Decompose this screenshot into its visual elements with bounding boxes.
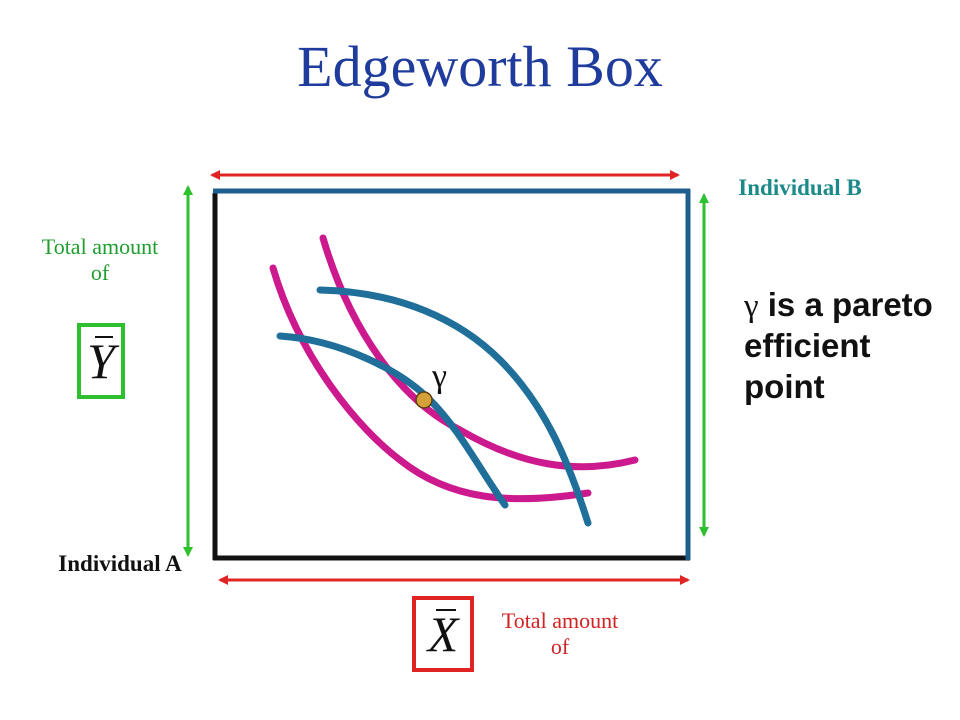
point-label: γ: [432, 358, 448, 395]
x-symbol-box: X: [412, 596, 474, 672]
x-symbol: X: [427, 606, 459, 662]
pareto-note: γ is a pareto efficient point: [744, 285, 944, 407]
x-total-label: Total amount of: [501, 608, 619, 660]
page-title: Edgeworth Box: [297, 34, 663, 99]
individual-a-label: Individual A: [58, 551, 182, 576]
note-gamma-symbol: γ: [744, 288, 759, 324]
pareto-efficient-point: [415, 391, 433, 409]
note-text: is a pareto efficient point: [744, 286, 933, 405]
individual-b-label: Individual B: [738, 175, 862, 200]
y-total-label: Total amount of: [41, 234, 159, 286]
y-symbol: Y: [87, 333, 115, 389]
y-symbol-box: Y: [77, 323, 125, 399]
indifference-curve-a-1: [269, 264, 592, 503]
indifference-curve-a-2: [319, 234, 639, 471]
indifference-curve-b-2: [316, 286, 592, 527]
